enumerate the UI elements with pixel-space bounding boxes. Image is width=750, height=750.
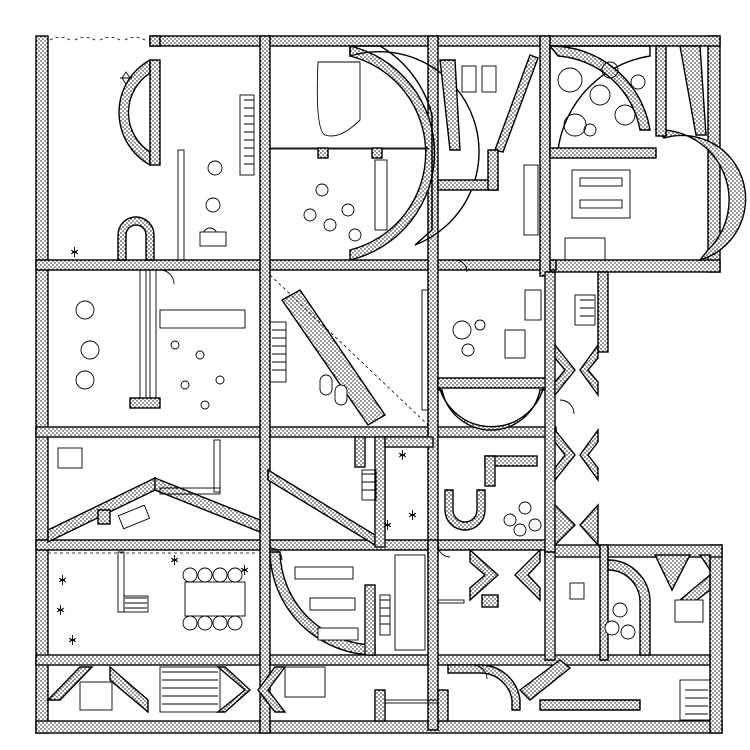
room-lounge [269,274,429,426]
room-piano-hall [269,45,480,261]
room-arch-lounge [444,455,542,537]
room-classroom [48,551,258,631]
interior-walls [35,35,711,734]
room-half-round [569,554,711,656]
room-annex-corridor [544,271,609,553]
room-cafe [49,36,255,261]
room-meeting-west [75,269,246,410]
door-swings [159,259,575,680]
room-round-meeting [437,289,551,431]
room-lab [269,551,426,656]
room-central-triangle [267,436,434,548]
plants [56,71,646,645]
stair-treads [125,99,708,715]
room-chevron [437,548,541,608]
room-office-north [437,54,539,236]
room-garden-meeting [548,45,747,262]
room-study-west [47,439,261,544]
room-bottom-strip [46,659,711,722]
